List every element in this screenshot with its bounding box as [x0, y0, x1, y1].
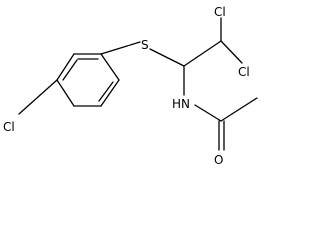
ring-double-bond-2 [98, 81, 114, 102]
ring-bond-5 [56, 79, 75, 107]
atom-nh: HN [172, 97, 190, 111]
bond-ring-cl [18, 79, 58, 115]
ring-double-bond-3 [62, 59, 78, 81]
benzene-ring [56, 53, 120, 107]
atom-cl-top: Cl [214, 5, 226, 19]
structure-canvas: Cl S Cl Cl HN O [3, 5, 258, 167]
ring-bond-3 [100, 79, 120, 107]
bond-ch-chcl2 [183, 40, 222, 67]
molecule-diagram: Cl S Cl Cl HN O [3, 5, 258, 167]
bond-c-cl-right [220, 40, 243, 64]
bond-n-carbonyl [194, 104, 222, 122]
atom-s: S [141, 38, 149, 52]
ring-bond-6 [56, 53, 75, 81]
bond-ring-s [100, 41, 141, 55]
atom-o: O [214, 153, 223, 167]
ring-bond-2 [100, 53, 120, 81]
atom-cl-ring: Cl [3, 120, 15, 134]
atom-cl-right: Cl [238, 65, 250, 79]
bond-carbonyl-methyl [220, 97, 258, 122]
bond-s-ch [149, 48, 185, 67]
